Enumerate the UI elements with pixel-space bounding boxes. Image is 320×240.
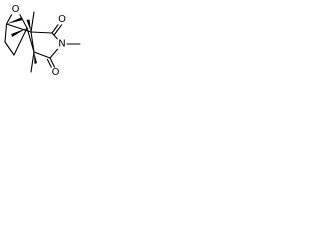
- cantharidin-structure: O N O O: [4, 4, 81, 78]
- bond-bridgehead-left-fusion-top: [5, 23, 32, 33]
- stereo-wedges: [6, 17, 37, 64]
- bond-fusion-bottom-methyl: [30, 51, 35, 73]
- bond-carbonyl-top-double-b: [53, 23, 63, 36]
- bond-carbonyl-bottom-fusion-bottom: [33, 51, 51, 59]
- atom-label-bridge-oxygen: O: [12, 4, 20, 15]
- wedge-bridgehead-right: [11, 28, 27, 37]
- bond-fusion-top-methyl: [30, 11, 35, 33]
- bond-bridgehead-left-c1: [4, 23, 8, 43]
- wedge-fusion-bottom: [34, 52, 37, 64]
- bond-fusion-top-carbonyl-top: [30, 31, 53, 34]
- atom-labels: O N O O: [11, 4, 67, 78]
- bond-bridgehead-right-fusion-bottom: [26, 27, 35, 53]
- atom-label-carbonyl-oxygen-bottom: O: [52, 67, 60, 78]
- bond-o-bridgehead-right: [18, 13, 28, 29]
- atom-label-carbonyl-oxygen-top: O: [58, 14, 66, 25]
- bond-c1-c2: [4, 41, 15, 56]
- bond-o-bridgehead-left: [5, 13, 13, 25]
- wedge-fusion-top: [26, 19, 31, 32]
- wedge-bridgehead-left: [6, 17, 23, 24]
- bond-fusion-top-fusion-bottom: [30, 31, 35, 53]
- bond-c2-bridgehead-right: [13, 27, 28, 56]
- atom-label-imide-nitrogen: N: [58, 39, 65, 50]
